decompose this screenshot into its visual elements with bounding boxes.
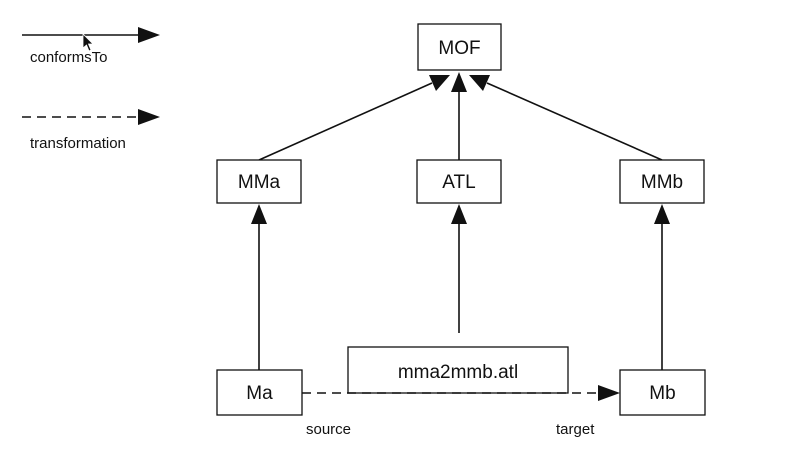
node-mma-label: MMa (238, 172, 281, 193)
arrowhead-ma-to-mma (251, 204, 267, 224)
node-atl-label: ATL (442, 172, 475, 193)
node-transformation-label: mma2mmb.atl (398, 362, 518, 383)
edge-label-source: source (306, 421, 351, 438)
node-mb: Mb (619, 369, 706, 416)
legend-conforms-arrowhead (138, 27, 160, 43)
arrowhead-atl-to-mof (451, 72, 467, 92)
node-mb-label: Mb (649, 383, 675, 404)
transformation-edge (302, 385, 620, 401)
node-mof: MOF (417, 23, 502, 71)
node-mma: MMa (216, 159, 302, 204)
mouse-pointer-icon (82, 33, 94, 52)
node-ma: Ma (216, 369, 303, 416)
arrowhead-mb-to-mmb (654, 204, 670, 224)
arrowhead-mmb-to-mof (469, 75, 490, 91)
legend: conformsTo transformation (22, 27, 160, 152)
node-ma-label: Ma (246, 383, 273, 404)
node-transformation: mma2mmb.atl (347, 346, 569, 394)
node-atl: ATL (416, 159, 502, 204)
edge-label-target: target (556, 421, 595, 438)
conforms-edges (251, 72, 670, 370)
legend-conforms-label: conformsTo (30, 49, 108, 66)
arrowhead-mma-to-mof (429, 75, 450, 91)
arrowhead-transformation-to-atl (451, 204, 467, 224)
arrowhead-ma-to-mb (598, 385, 620, 401)
edge-mmb-to-mof (486, 82, 663, 161)
legend-transformation-label: transformation (30, 135, 126, 152)
legend-transformation-arrowhead (138, 109, 160, 125)
node-mmb: MMb (619, 159, 705, 204)
edge-mma-to-mof (258, 82, 433, 161)
node-mmb-label: MMb (641, 172, 683, 193)
node-mof-label: MOF (438, 38, 480, 59)
